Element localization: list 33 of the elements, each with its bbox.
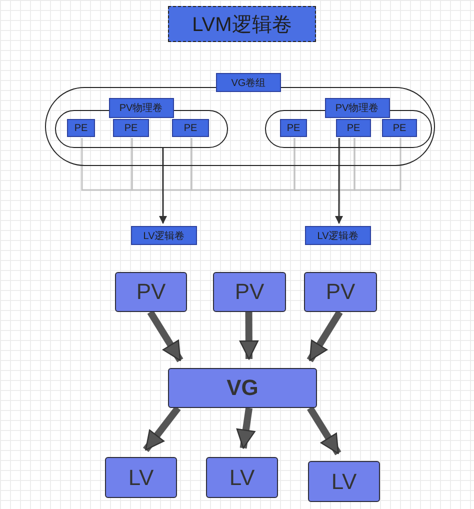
- connector-line: [354, 138, 402, 191]
- group-label: PV物理卷: [324, 98, 390, 118]
- volume-box: PV: [213, 272, 286, 312]
- volume-box: LV: [206, 457, 278, 498]
- pe-box: PE: [382, 119, 417, 137]
- pe-box: PE: [280, 119, 307, 137]
- arrow: [335, 138, 343, 224]
- pe-box: PE: [113, 119, 149, 137]
- pe-box: PE: [172, 119, 209, 137]
- arrow: [306, 310, 343, 362]
- title-box: LVM逻辑卷: [168, 6, 316, 42]
- volume-group-outline: [45, 87, 435, 166]
- group-label: PV物理卷: [108, 98, 174, 118]
- connector-line: [294, 138, 356, 191]
- arrow: [236, 408, 256, 449]
- volume-box: LV: [105, 457, 177, 498]
- volume-box: PV: [115, 272, 187, 312]
- pe-box: PE: [336, 119, 371, 137]
- connector-line: [131, 138, 192, 191]
- logical-volume-box: LV逻辑卷: [131, 226, 197, 245]
- arrow: [147, 310, 184, 362]
- connector-line: [190, 138, 296, 191]
- volume-group-box: VG: [168, 368, 317, 408]
- arrow: [159, 148, 167, 224]
- arrow: [307, 406, 342, 456]
- group-label: VG卷组: [216, 73, 281, 92]
- volume-box: PV: [304, 272, 377, 312]
- volume-box: LV: [308, 461, 380, 502]
- logical-volume-box: LV逻辑卷: [305, 226, 371, 245]
- arrow: [143, 406, 181, 452]
- pe-box: PE: [67, 119, 95, 137]
- arrow: [239, 312, 259, 360]
- connector-line: [81, 138, 133, 191]
